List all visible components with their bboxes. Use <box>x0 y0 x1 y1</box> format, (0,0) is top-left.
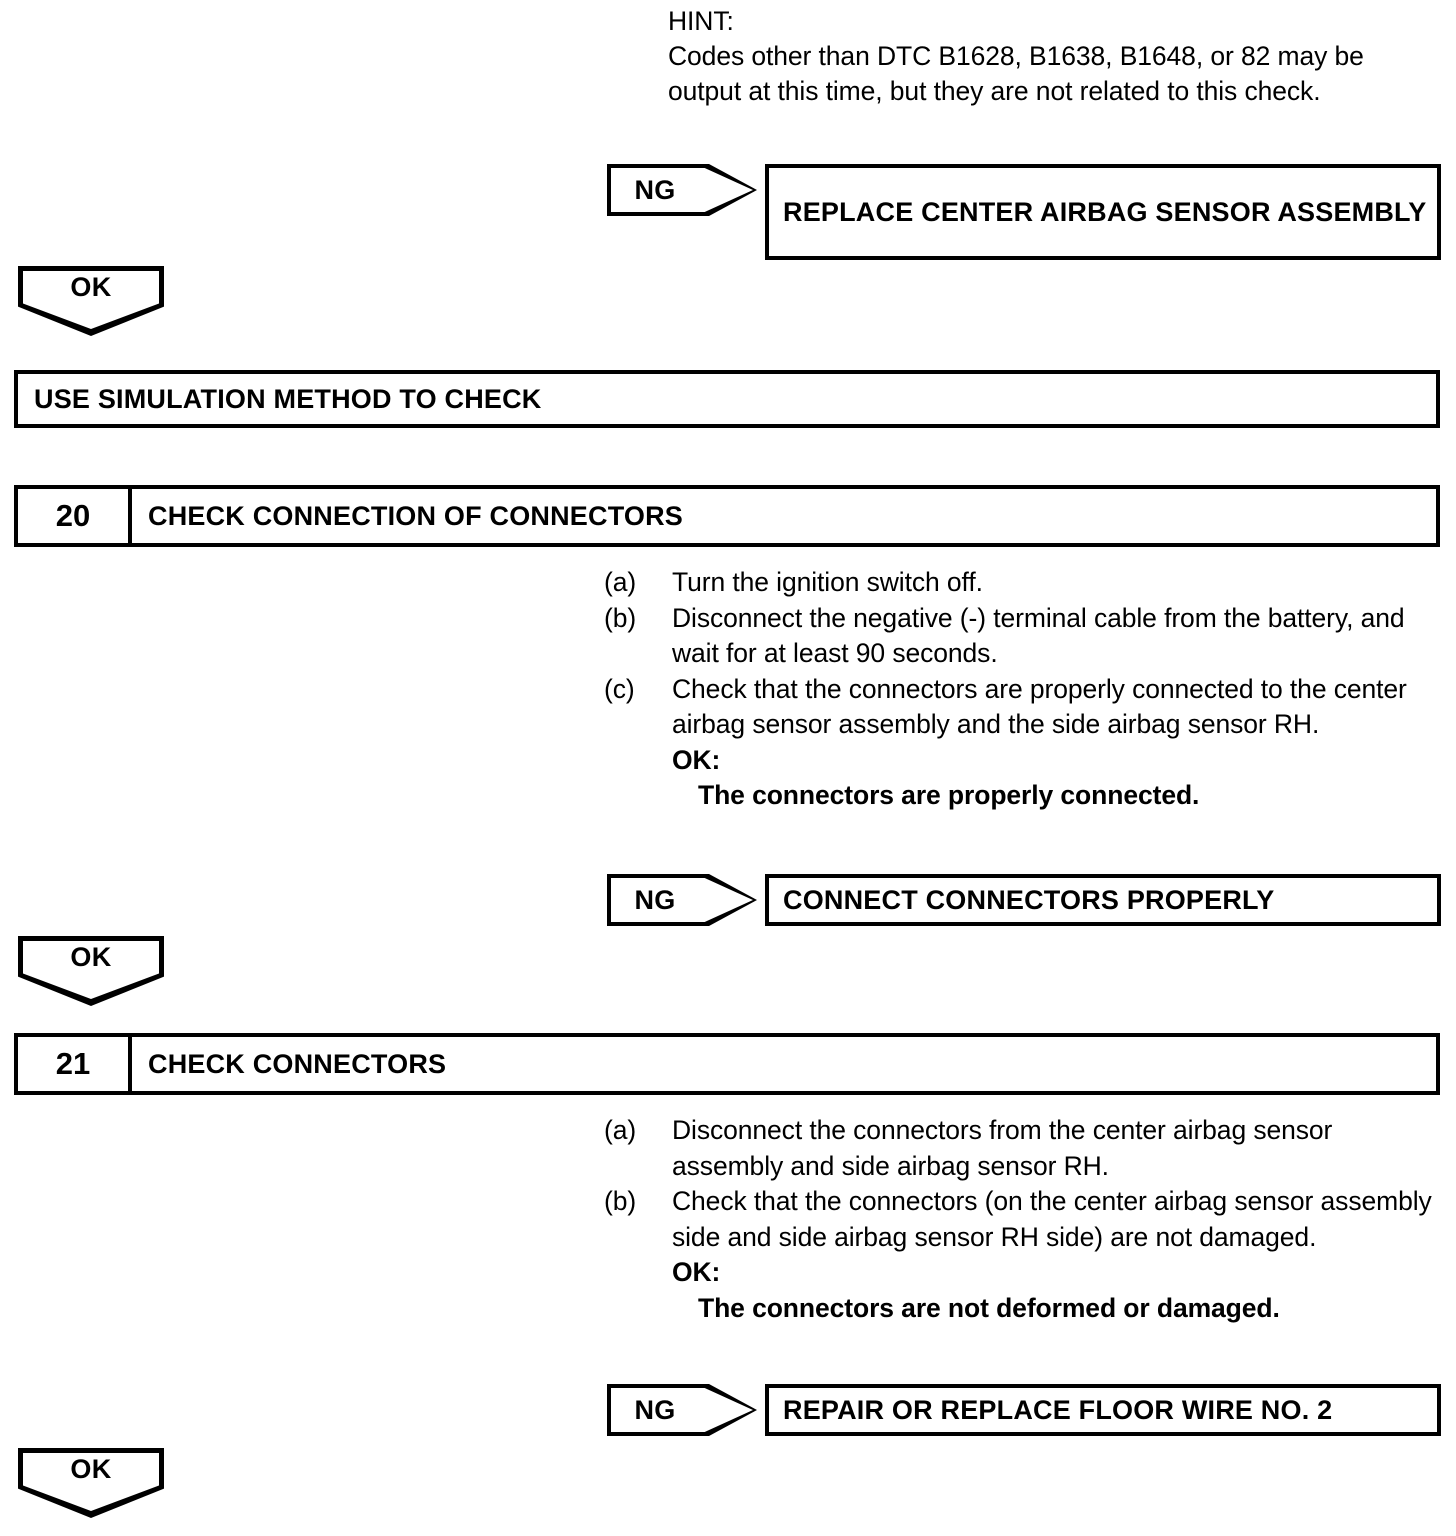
action-box-repair-or-replace-floor-wire: REPAIR OR REPLACE FLOOR WIRE NO. 2 <box>765 1384 1441 1436</box>
item-text: Disconnect the connectors from the cente… <box>672 1115 1333 1181</box>
ok-label: OK <box>70 941 112 972</box>
ok-spec-label: OK: <box>672 744 721 775</box>
ng-tag: NG <box>607 1384 757 1436</box>
step-title-20: CHECK CONNECTION OF CONNECTORS <box>148 500 684 531</box>
hint-block: HINT: Codes other than DTC B1628, B1638,… <box>668 4 1438 109</box>
action-box-label: REPLACE CENTER AIRBAG SENSOR ASSEMBLY <box>783 197 1427 227</box>
hint-label: HINT: <box>668 6 734 36</box>
list-item: (b) Check that the connectors (on the ce… <box>604 1184 1444 1255</box>
action-box-replace-center-airbag-sensor: REPLACE CENTER AIRBAG SENSOR ASSEMBLY <box>765 164 1441 260</box>
list-item: (a) Disconnect the connectors from the c… <box>604 1113 1444 1184</box>
item-text: Turn the ignition switch off. <box>672 567 983 597</box>
step-header-21: 21 CHECK CONNECTORS <box>14 1033 1440 1095</box>
bar-title: USE SIMULATION METHOD TO CHECK <box>34 383 542 414</box>
ng-tag: NG <box>607 164 757 216</box>
list-item: (b) Disconnect the negative (-) terminal… <box>604 601 1444 672</box>
item-marker: (a) <box>604 567 637 597</box>
step-number-21: 21 <box>18 1037 132 1091</box>
item-text: Check that the connectors are properly c… <box>672 673 1407 740</box>
ok-specification-20: OK: The connectors are properly connecte… <box>672 743 1444 814</box>
ng-tag: NG <box>607 874 757 926</box>
result-row-ng-repair-floor-wire: NG REPAIR OR REPLACE FLOOR WIRE NO. 2 <box>607 1384 1441 1436</box>
step-header-20: 20 CHECK CONNECTION OF CONNECTORS <box>14 485 1440 547</box>
result-row-ng-connect-connectors: NG CONNECT CONNECTORS PROPERLY <box>607 874 1441 926</box>
ok-tag-1: OK <box>18 266 164 336</box>
action-box-label: CONNECT CONNECTORS PROPERLY <box>783 885 1275 915</box>
ok-spec-value: The connectors are not deformed or damag… <box>698 1292 1280 1323</box>
step-title-21: CHECK CONNECTORS <box>148 1048 447 1079</box>
action-box-connect-connectors-properly: CONNECT CONNECTORS PROPERLY <box>765 874 1441 926</box>
ok-specification-21: OK: The connectors are not deformed or d… <box>672 1255 1444 1326</box>
ok-tag-3: OK <box>18 1448 164 1518</box>
step-number-20: 20 <box>18 489 132 543</box>
list-item: (a) Turn the ignition switch off. <box>604 565 1444 601</box>
ok-label: OK <box>70 1453 112 1484</box>
step-body-20: (a) Turn the ignition switch off. (b) Di… <box>604 565 1444 814</box>
hint-text: Codes other than DTC B1628, B1638, B1648… <box>668 41 1364 106</box>
item-marker: (b) <box>604 1186 637 1216</box>
ok-label: OK <box>70 271 112 302</box>
action-box-label: REPAIR OR REPLACE FLOOR WIRE NO. 2 <box>783 1395 1333 1425</box>
ok-tag-2: OK <box>18 936 164 1006</box>
step-body-21: (a) Disconnect the connectors from the c… <box>604 1113 1444 1326</box>
item-marker: (c) <box>604 673 635 704</box>
bar-use-simulation-method: USE SIMULATION METHOD TO CHECK <box>14 370 1440 428</box>
ng-label: NG <box>634 884 676 915</box>
item-text: Check that the connectors (on the center… <box>672 1186 1432 1252</box>
ng-label: NG <box>634 174 676 205</box>
ng-label: NG <box>634 1394 676 1425</box>
item-marker: (b) <box>604 602 637 633</box>
item-text: Disconnect the negative (-) terminal cab… <box>672 602 1405 669</box>
ok-spec-value: The connectors are properly connected. <box>698 780 1200 810</box>
list-item: (c) Check that the connectors are proper… <box>604 672 1444 743</box>
result-row-ng-replace-sensor: NG REPLACE CENTER AIRBAG SENSOR ASSEMBLY <box>607 164 1441 260</box>
item-marker: (a) <box>604 1115 637 1145</box>
ok-spec-label: OK: <box>672 1257 721 1287</box>
